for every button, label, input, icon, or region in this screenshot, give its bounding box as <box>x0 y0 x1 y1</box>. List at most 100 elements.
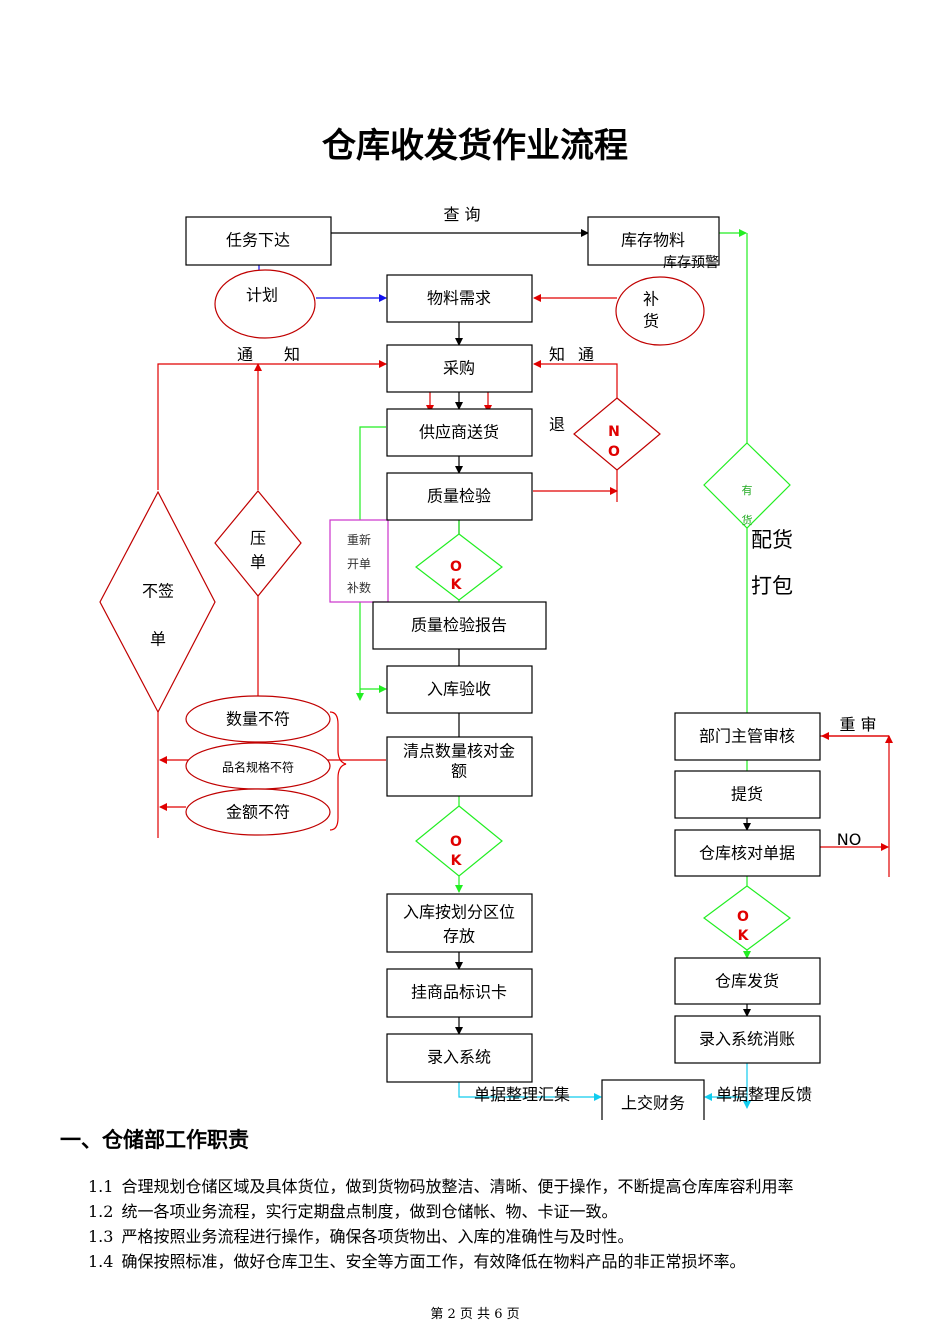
node-press: 压 单 <box>214 490 302 597</box>
flowchart: 任务下达 查 询 计划 通 知 不签 单 压 单 重新 开单 补数 数量不符 品… <box>99 205 893 1120</box>
node-verify: 仓库核对单据 <box>674 829 821 877</box>
node-writeoff-label: 录入系统消账 <box>699 1030 795 1049</box>
duty-number: 1.1 <box>88 1177 114 1196</box>
ok3-k: K <box>738 928 750 944</box>
press-2: 单 <box>250 553 266 572</box>
duty-number: 1.2 <box>88 1202 114 1221</box>
section-heading: 一、仓储部工作职责 <box>60 1128 249 1152</box>
node-finance-label: 上交财务 <box>621 1094 685 1113</box>
node-tag: 挂商品标识卡 <box>386 968 533 1018</box>
duty-item: 1.3 严格按照业务流程进行操作，确保各项货物出、入库的准确性与及时性。 <box>88 1224 793 1249</box>
node-qc-label: 质量检验 <box>427 487 491 506</box>
notify-right-2: 通 <box>578 345 594 364</box>
duty-number: 1.4 <box>88 1252 114 1271</box>
ok2-k: K <box>451 853 463 869</box>
node-no: N O <box>573 397 661 471</box>
node-replenish: 补 货 <box>615 276 705 346</box>
ok2-o: O <box>450 834 462 850</box>
notify-right-1: 知 <box>549 345 565 364</box>
count-1: 清点数量核对金 <box>403 742 515 761</box>
node-nosign: 不签 单 <box>99 490 216 714</box>
stock-note: 库存预警 <box>663 255 719 271</box>
reissue-1: 重新 <box>347 532 371 547</box>
node-ship: 仓库发货 <box>674 957 821 1005</box>
node-ok-2: O K <box>415 805 503 877</box>
duty-item: 1.1 合理规划仓储区域及具体货位，做到货物码放整洁、清晰、便于操作，不断提高仓库… <box>88 1174 793 1199</box>
node-task: 任务下达 <box>185 216 332 266</box>
reissue-3: 补数 <box>347 580 371 595</box>
no-label: NO <box>837 830 862 849</box>
reissue-2: 开单 <box>347 557 371 571</box>
node-purchase-label: 采购 <box>443 359 475 378</box>
node-demand-label: 物料需求 <box>427 289 491 308</box>
replenish-1: 补 <box>643 290 659 309</box>
store-1: 入库按划分区位 <box>403 903 515 922</box>
rereview-label: 重 审 <box>839 715 876 734</box>
node-supplier-label: 供应商送货 <box>419 423 499 442</box>
summary-left: 单据整理汇集 <box>474 1085 570 1104</box>
no-n: N <box>608 424 620 440</box>
has-goods-2: 货 <box>742 513 753 527</box>
node-writeoff: 录入系统消账 <box>674 1015 821 1064</box>
node-supplier: 供应商送货 <box>386 408 533 457</box>
node-demand: 物料需求 <box>386 274 533 323</box>
node-reissue: 重新 开单 补数 <box>329 519 389 603</box>
node-pickup: 提货 <box>674 770 821 819</box>
node-task-label: 任务下达 <box>226 231 290 250</box>
node-entry-label: 录入系统 <box>427 1048 491 1067</box>
node-verify-label: 仓库核对单据 <box>699 844 795 863</box>
count-2: 额 <box>451 762 467 781</box>
no-o: O <box>608 444 620 460</box>
duty-text: 统一各项业务流程，实行定期盘点制度，做到仓储帐、物、卡证一致。 <box>121 1202 618 1221</box>
mismatch-group: 数量不符 品名规格不符 金额不符 <box>185 695 331 836</box>
duty-item: 1.4 确保按照标准，做好仓库卫生、安全等方面工作，有效降低在物料产品的非正常损坏… <box>88 1249 793 1274</box>
node-tag-label: 挂商品标识卡 <box>411 983 507 1002</box>
store-2: 存放 <box>443 927 475 946</box>
replenish-2: 货 <box>643 312 659 331</box>
allot-label: 配货 <box>751 528 793 552</box>
node-plan: 计划 <box>214 269 316 339</box>
return-label: 退 <box>549 415 565 434</box>
node-entry: 录入系统 <box>386 1033 533 1083</box>
ok3-o: O <box>737 909 749 925</box>
ok1-k: K <box>451 577 463 593</box>
node-qc: 质量检验 <box>386 472 533 521</box>
duty-number: 1.3 <box>88 1227 114 1246</box>
node-store: 入库按划分区位 存放 <box>386 893 533 953</box>
node-plan-label: 计划 <box>246 286 278 305</box>
node-qc-report-label: 质量检验报告 <box>411 616 507 635</box>
notify-left-1: 通 <box>237 345 253 364</box>
mismatch-qty: 数量不符 <box>226 710 290 729</box>
has-goods-1: 有 <box>742 483 753 497</box>
node-review-label: 部门主管审核 <box>699 727 795 746</box>
duty-text: 严格按照业务流程进行操作，确保各项货物出、入库的准确性与及时性。 <box>121 1227 634 1246</box>
summary-right: 单据整理反馈 <box>716 1085 812 1104</box>
nosign-1: 不签 <box>142 582 174 601</box>
node-inbound-label: 入库验收 <box>427 680 491 699</box>
node-stock-label: 库存物料 <box>621 231 685 250</box>
node-ok-3: O K <box>702 885 792 951</box>
node-finance: 上交财务 <box>601 1079 705 1120</box>
node-purchase: 采购 <box>386 344 533 393</box>
connector-lines <box>157 229 893 1109</box>
node-has-goods: 有 货 <box>703 442 791 529</box>
node-stock: 库存物料 <box>587 216 720 266</box>
duty-text: 合理规划仓储区域及具体货位，做到货物码放整洁、清晰、便于操作，不断提高仓库库容利… <box>121 1177 794 1196</box>
duty-item: 1.2 统一各项业务流程，实行定期盘点制度，做到仓储帐、物、卡证一致。 <box>88 1199 793 1224</box>
query-label: 查 询 <box>443 205 480 224</box>
press-1: 压 <box>250 529 266 548</box>
duty-text: 确保按照标准，做好仓库卫生、安全等方面工作，有效降低在物料产品的非正常损坏率。 <box>121 1252 746 1271</box>
node-count: 清点数量核对金 额 <box>386 736 533 797</box>
page-footer: 第 2 页 共 6 页 <box>430 1307 520 1322</box>
node-pickup-label: 提货 <box>731 785 763 804</box>
ok1-o: O <box>450 559 462 575</box>
node-ship-label: 仓库发货 <box>715 972 779 991</box>
node-qc-report: 质量检验报告 <box>372 601 547 650</box>
node-review: 部门主管审核 <box>674 712 821 761</box>
duties-list: 1.1 合理规划仓储区域及具体货位，做到货物码放整洁、清晰、便于操作，不断提高仓库… <box>88 1174 793 1274</box>
notify-left-2: 知 <box>284 345 300 364</box>
node-ok-1: O K <box>415 533 503 601</box>
mismatch-amount: 金额不符 <box>226 803 290 822</box>
page-title: 仓库收发货作业流程 <box>322 126 628 166</box>
mismatch-spec: 品名规格不符 <box>222 760 294 775</box>
